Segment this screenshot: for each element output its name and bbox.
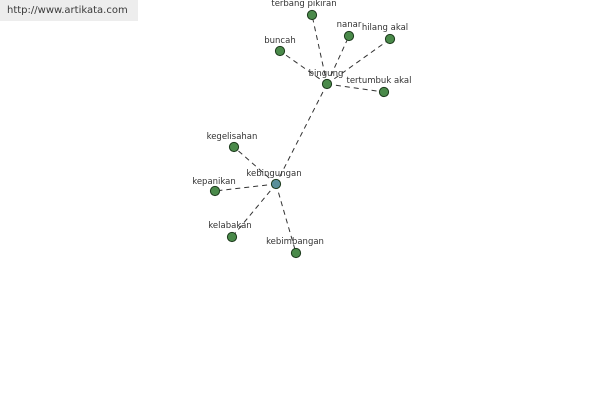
node-label-kegelisahan[interactable]: kegelisahan xyxy=(207,132,258,142)
node-kebingungan[interactable] xyxy=(270,178,282,190)
node-label-hilang[interactable]: hilang akal xyxy=(362,23,408,33)
node-nanar[interactable] xyxy=(343,30,355,42)
edge-bingung-hilang xyxy=(326,38,391,85)
node-label-kepanikan[interactable]: kepanikan xyxy=(192,177,236,187)
node-kebimbangan[interactable] xyxy=(290,247,302,259)
node-label-buncah[interactable]: buncah xyxy=(264,36,295,46)
node-label-terbang[interactable]: terbang pikiran xyxy=(271,0,336,9)
edge-bingung-kebingungan xyxy=(275,83,328,185)
node-label-bingung[interactable]: bingung xyxy=(309,69,344,79)
edge-kebingungan-kebimbangan xyxy=(275,183,297,254)
node-label-kebingungan[interactable]: kebingungan xyxy=(246,169,301,179)
node-terbang[interactable] xyxy=(306,9,318,21)
edge-bingung-tertumbuk xyxy=(326,83,385,93)
watermark-url[interactable]: http://www.artikata.com xyxy=(0,0,138,21)
edge-kebingungan-kepanikan xyxy=(214,183,277,192)
node-kelabakan[interactable] xyxy=(226,231,238,243)
node-label-kebimbangan[interactable]: kebimbangan xyxy=(266,237,324,247)
node-kepanikan[interactable] xyxy=(209,185,221,197)
node-buncah[interactable] xyxy=(274,45,286,57)
node-kegelisahan[interactable] xyxy=(228,141,240,153)
edge-kebingungan-kelabakan xyxy=(231,183,277,238)
edge-bingung-terbang xyxy=(311,14,328,85)
node-hilang[interactable] xyxy=(384,33,396,45)
node-label-kelabakan[interactable]: kelabakan xyxy=(208,221,251,231)
edge-bingung-buncah xyxy=(279,50,328,85)
node-label-tertumbuk[interactable]: tertumbuk akal xyxy=(346,76,411,86)
node-tertumbuk[interactable] xyxy=(378,86,390,98)
node-label-nanar[interactable]: nanar xyxy=(337,20,362,30)
edge-kebingungan-kegelisahan xyxy=(233,146,277,185)
node-bingung[interactable] xyxy=(321,78,333,90)
